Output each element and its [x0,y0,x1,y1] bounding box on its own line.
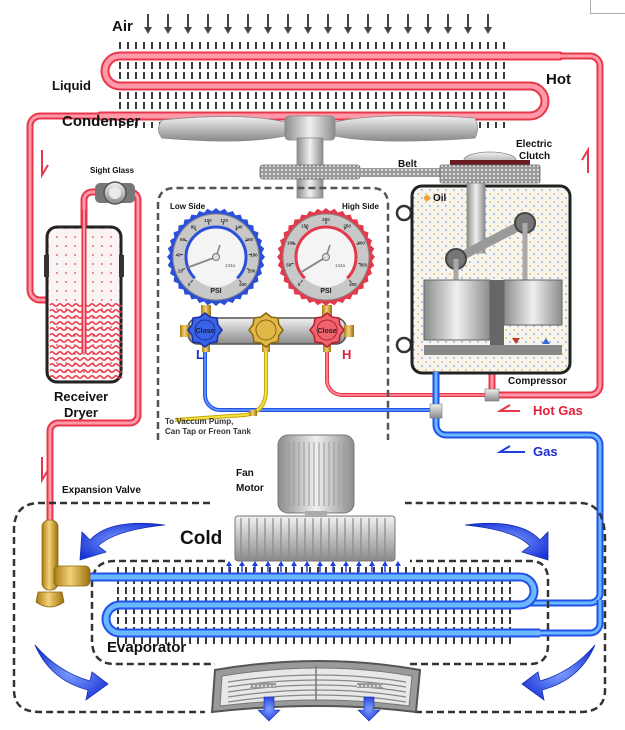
oil-label: Oil [433,194,446,204]
expansion-valve-label: Expansion Valve [62,486,141,496]
gauge-tick-label: 160 [246,237,254,242]
low-side-label: Low Side [170,203,205,211]
liquid-label: Liquid [52,79,91,92]
gauge-tick-label: 100 [204,218,212,223]
high-side-label: High Side [342,203,379,211]
gauge-tick-label: 120 [220,218,228,223]
gauge-tick-label: 140 [235,225,243,230]
air-flow-arrows [144,14,492,34]
evaporator-label: Evaporator [107,640,186,655]
electric-clutch-label-2: Clutch [519,152,550,162]
gauge-tick-label: 80 [191,225,197,230]
vacuum-pump-label-1: To Vaccum Pump, [165,418,233,426]
dash-air-vent [212,661,420,712]
gauge-tick-label: 180 [250,252,258,257]
receiver-dryer [44,210,124,382]
low-valve-close-label: Close [195,328,214,335]
condenser-label: Condenser [62,114,140,129]
gauge-unit-label: PSI [320,288,331,295]
gauge-tick-label: 150 [301,223,309,228]
low-side-valve[interactable]: Close [188,313,222,347]
gauge-refrigerant-label: 134a [225,263,236,268]
airflow-arrow-top-left [80,523,165,560]
center-port-valve[interactable] [249,313,283,347]
gauge-pivot [213,254,220,261]
receiver-dryer-label-1: Receiver [54,390,108,403]
cold-label: Cold [180,529,222,548]
airflow-arrow-bottom-right [522,645,595,700]
evaporator-coil [88,577,600,633]
gauge-tick-label: 300 [357,241,365,246]
gauge-tick-label: 100 [287,241,295,246]
high-side-valve[interactable]: Close [310,313,344,347]
gauge-pivot [323,254,330,261]
fan-motor-label-1: Fan [236,469,254,479]
sight-glass-label: Sight Glass [90,167,134,175]
gas-flow-arrow [500,446,525,452]
corner-mark [590,0,625,14]
compressor-label: Compressor [508,377,567,387]
drive-belt [340,168,440,177]
hot-gas-label: Hot Gas [533,404,583,417]
gauge-tick-label: 400 [349,282,357,287]
gauge-tick-label: 350 [360,262,368,267]
low-port-label: L [196,348,204,361]
gauge-tick-label: 220 [239,282,247,287]
gauge-tick-label: 200 [322,217,330,222]
knob-mid-icon [249,313,283,347]
fan-motor [278,435,354,517]
hot-label: Hot [546,72,571,87]
gauge-tick-label: 50 [286,262,292,267]
electric-clutch-label-1: Electric [516,140,552,150]
air-label: Air [112,19,133,34]
blower-wheel [235,516,395,561]
receiver-dryer-label-2: Dryer [64,406,98,419]
sight-glass [95,182,135,204]
airflow-arrow-top-right [465,523,548,560]
gauge-tick-label: 200 [248,268,256,273]
vacuum-pump-label-2: Can Tap or Freon Tank [165,428,251,436]
high-valve-close-label: Close [317,328,336,335]
high-port-label: H [342,348,351,361]
gas-label: Gas [533,445,558,458]
gauge-unit-label: PSI [210,288,221,295]
belt-label: Belt [398,160,417,170]
airflow-arrow-bottom-left [35,645,108,700]
compressor [397,183,570,373]
gauge-tick-label: 20 [178,268,184,273]
gauge-refrigerant-label: 134a [335,263,346,268]
gauge-tick-label: 40 [176,252,182,257]
fan-motor-label-2: Motor [236,484,264,494]
gauge-tick-label: 60 [180,237,186,242]
gauge-tick-label: 250 [343,223,351,228]
